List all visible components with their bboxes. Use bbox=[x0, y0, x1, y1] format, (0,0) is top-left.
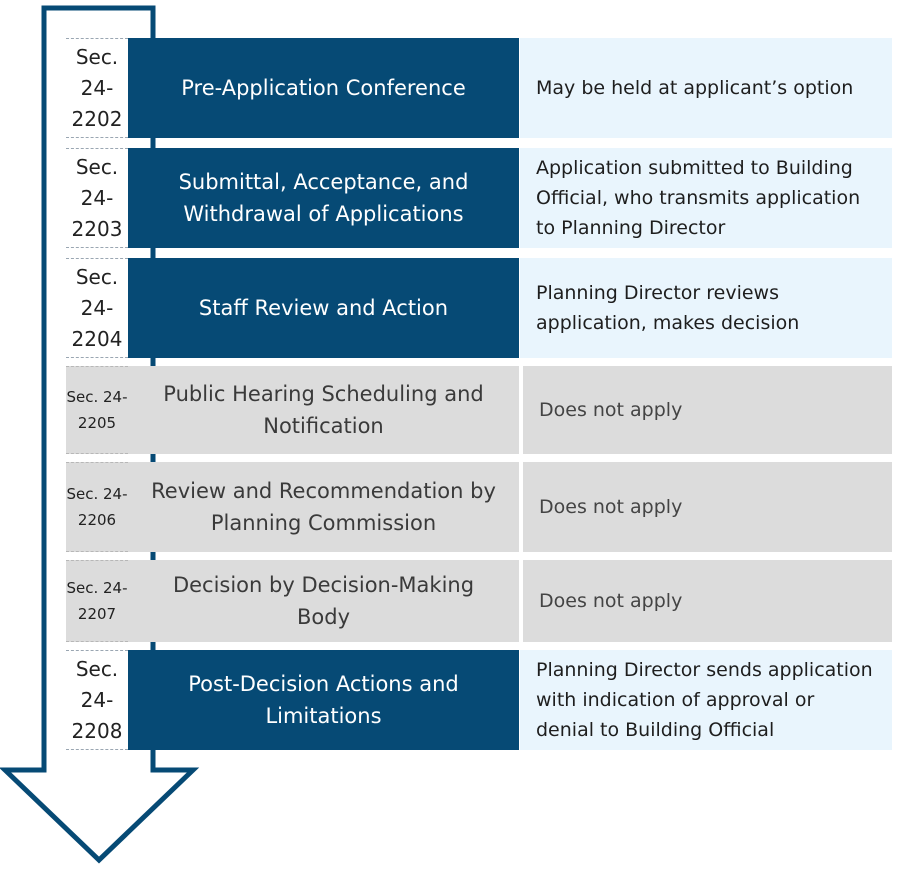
section-label: Sec. 24-2202 bbox=[66, 38, 128, 138]
step-title: Staff Review and Action bbox=[128, 258, 519, 358]
step-title: Decision by Decision-Making Body bbox=[128, 560, 519, 642]
section-label: Sec. 24-2205 bbox=[66, 366, 128, 454]
step-title: Submittal, Acceptance, and Withdrawal of… bbox=[128, 148, 519, 248]
step-title: Post-Decision Actions and Limitations bbox=[128, 650, 519, 750]
step-note: Does not apply bbox=[523, 366, 892, 454]
step-title: Public Hearing Scheduling and Notificati… bbox=[128, 366, 519, 454]
step-note: Planning Director sends application with… bbox=[520, 650, 892, 750]
section-label: Sec. 24-2207 bbox=[66, 560, 128, 642]
step-title: Pre-Application Conference bbox=[128, 38, 519, 138]
step-note: Planning Director reviews application, m… bbox=[520, 258, 892, 358]
step-note: May be held at applicant’s option bbox=[520, 38, 892, 138]
step-note: Does not apply bbox=[523, 462, 892, 552]
section-label: Sec. 24-2206 bbox=[66, 462, 128, 552]
step-title: Review and Recommendation by Planning Co… bbox=[128, 462, 519, 552]
step-note: Application submitted to Building Offici… bbox=[520, 148, 892, 248]
step-note: Does not apply bbox=[523, 560, 892, 642]
section-label: Sec. 24-2204 bbox=[66, 258, 128, 358]
section-label: Sec. 24-2208 bbox=[66, 650, 128, 750]
section-label: Sec. 24-2203 bbox=[66, 148, 128, 248]
